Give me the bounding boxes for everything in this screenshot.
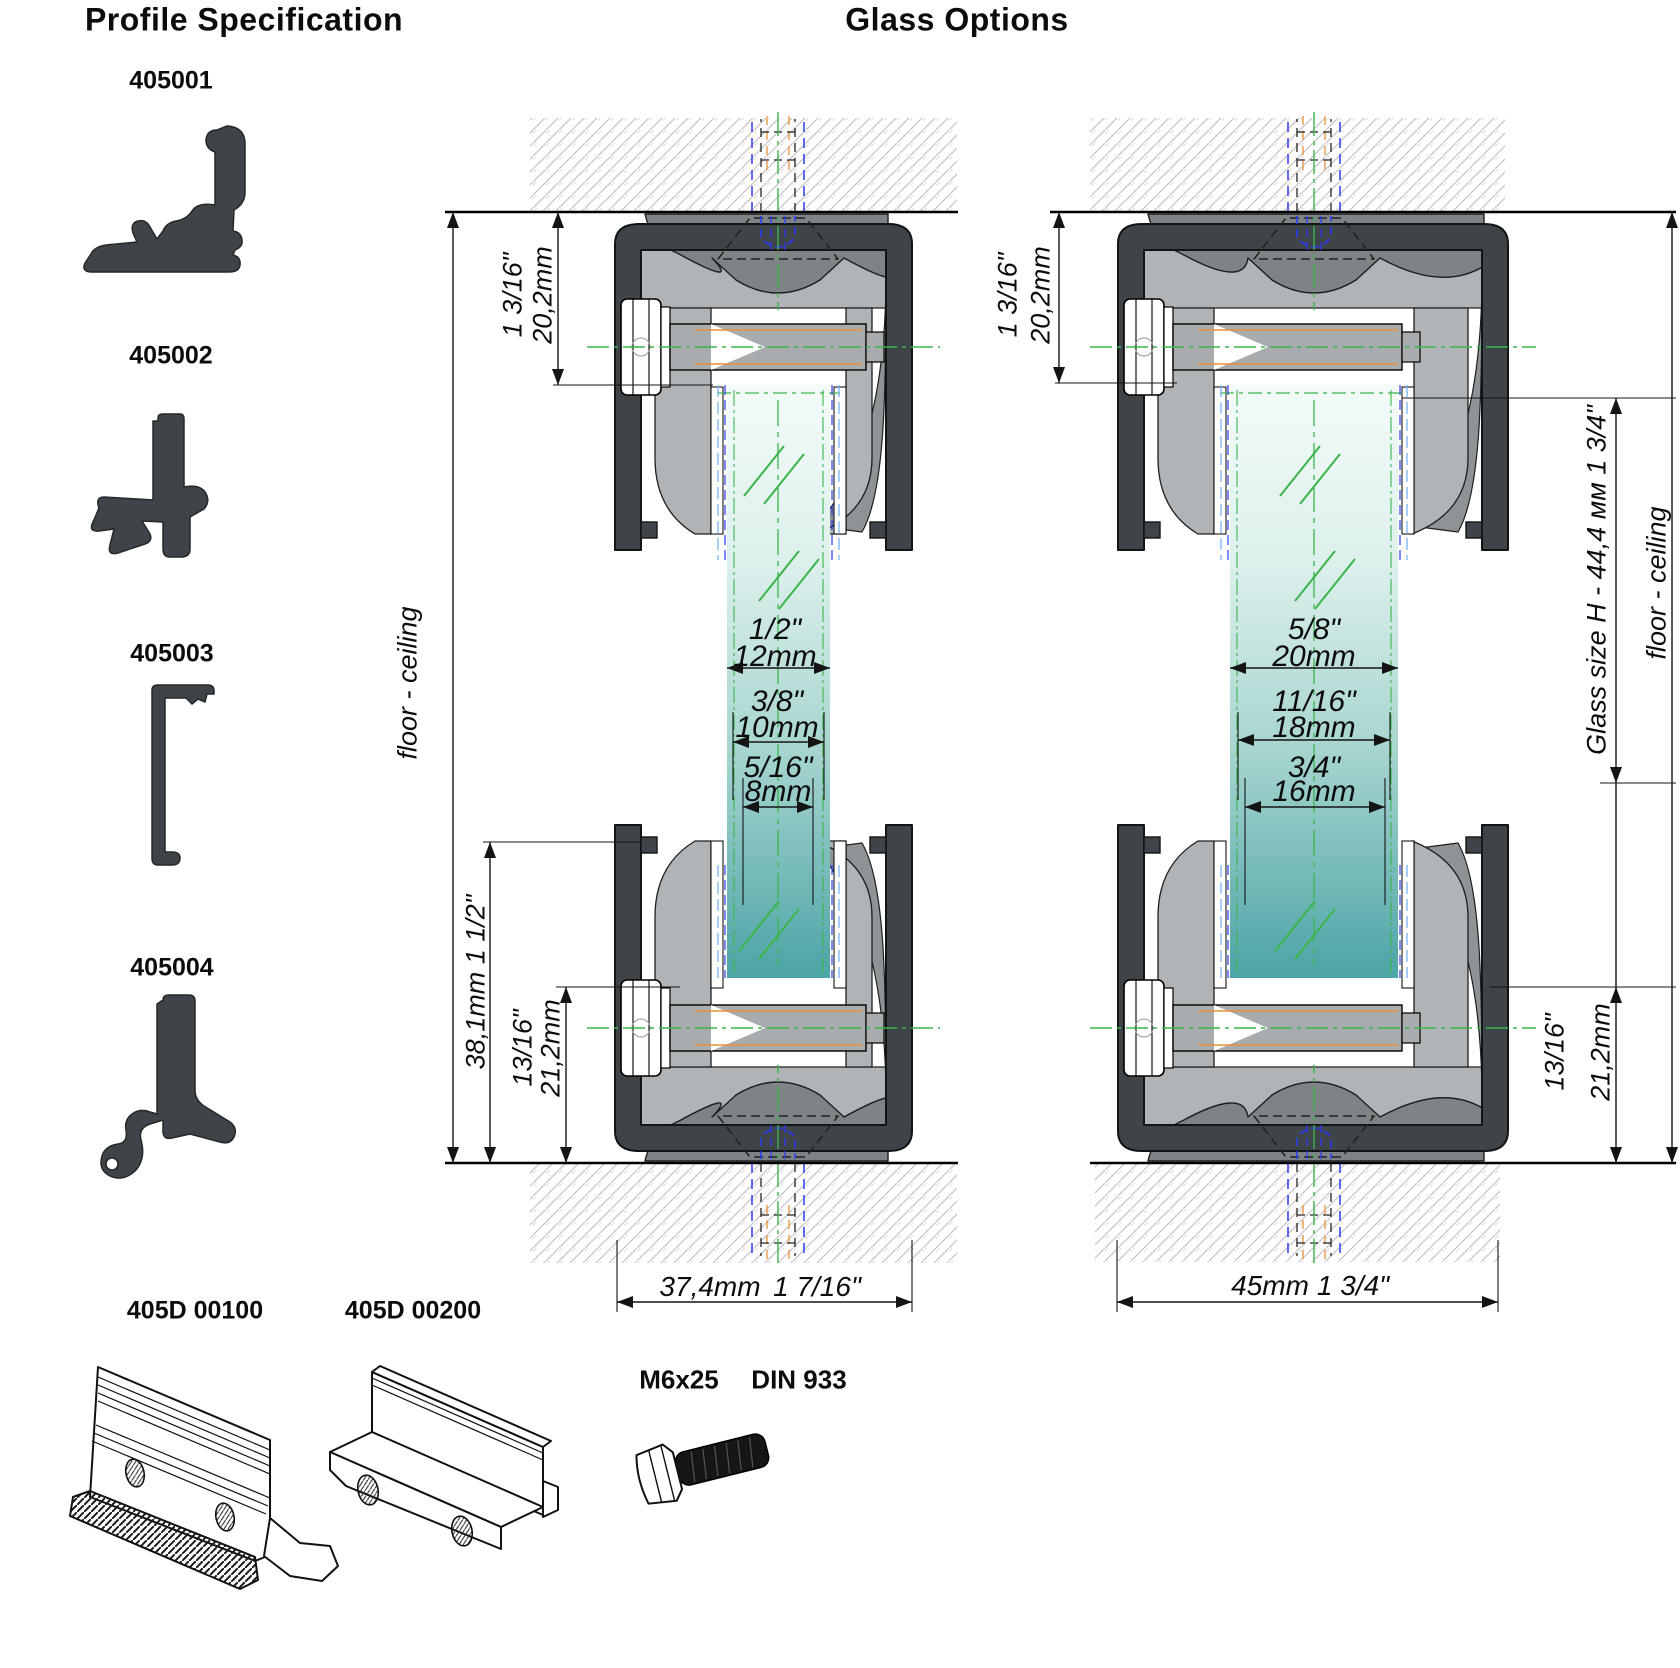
b-floor-ceiling-label: floor - ceiling <box>1641 506 1672 660</box>
a-floor-offset-mm: 21,2mm <box>535 999 566 1097</box>
b-glass-height-note: Glass size H - 44,4 мм 1 3/4" <box>1581 405 1612 755</box>
b-floor-offset-mm: 21,2mm <box>1585 1003 1616 1101</box>
clamp-405d00200-drawing <box>329 1365 559 1550</box>
a-ceiling-offset-inch: 1 3/16" <box>497 252 528 338</box>
heading-profile-specification: Profile Specification <box>84 1 404 38</box>
profile-405002-shape <box>90 413 209 558</box>
profile-silhouettes <box>83 125 246 1179</box>
bolt-size-label: M6x25 <box>639 1364 719 1395</box>
clamp-405d00100-drawing <box>69 1366 339 1590</box>
bolt-standard-label: DIN 933 <box>751 1364 847 1395</box>
a-overall-width-mm: 37,4mm <box>659 1271 761 1302</box>
clamp-code-405d00200: 405D 00200 <box>344 1296 482 1325</box>
a-glass3-mm: 8mm <box>744 775 812 808</box>
a-profile-height-label: 38,1mm 1 1/2" <box>460 894 491 1070</box>
b-glass2-inch: 11/16" <box>1272 685 1356 718</box>
b-overall-width-inch: 1 3/4" <box>1316 1270 1390 1301</box>
profile-code-405002: 405002 <box>129 341 213 370</box>
b-ceiling-offset-mm: 20,2mm <box>1025 246 1056 344</box>
profile-405001-shape <box>83 125 246 273</box>
b-ceiling-offset-inch: 1 3/16" <box>992 252 1023 338</box>
b-glass1-inch: 5/8" <box>1287 613 1341 646</box>
profile-code-405003: 405003 <box>130 639 214 668</box>
a-floor-ceiling-label: floor - ceiling <box>392 606 423 760</box>
b-glass1-mm: 20mm <box>1272 640 1356 673</box>
clamp-code-405d00100: 405D 00100 <box>126 1296 264 1325</box>
b-overall-width-mm: 45mm <box>1231 1270 1309 1301</box>
a-floor-offset-inch: 13/16" <box>507 1009 538 1087</box>
cross-sections <box>445 112 1678 1312</box>
profile-405003-shape <box>151 684 215 866</box>
profile-405004-shape <box>100 994 237 1179</box>
a-glass1-inch: 1/2" <box>748 613 802 646</box>
b-floor-offset-inch: 13/16" <box>1539 1013 1570 1091</box>
a-glass2-inch: 3/8" <box>750 685 804 718</box>
b-glass3-mm: 16mm <box>1272 775 1356 808</box>
b-glass3-inch: 3/4" <box>1287 751 1341 784</box>
a-glass1-mm: 12mm <box>733 640 817 673</box>
b-glass2-mm: 18mm <box>1272 711 1356 744</box>
hex-bolt-drawing <box>635 1433 770 1505</box>
profile-405004-hook-detail <box>105 1157 119 1171</box>
profile-code-405004: 405004 <box>130 953 214 982</box>
a-glass3-inch: 5/16" <box>743 751 813 784</box>
heading-glass-options: Glass Options <box>845 1 1069 38</box>
profile-code-405001: 405001 <box>129 66 213 95</box>
a-overall-width-inch: 1 7/16" <box>773 1271 861 1302</box>
a-ceiling-offset-mm: 20,2mm <box>527 246 558 344</box>
a-glass2-mm: 10mm <box>735 711 819 744</box>
